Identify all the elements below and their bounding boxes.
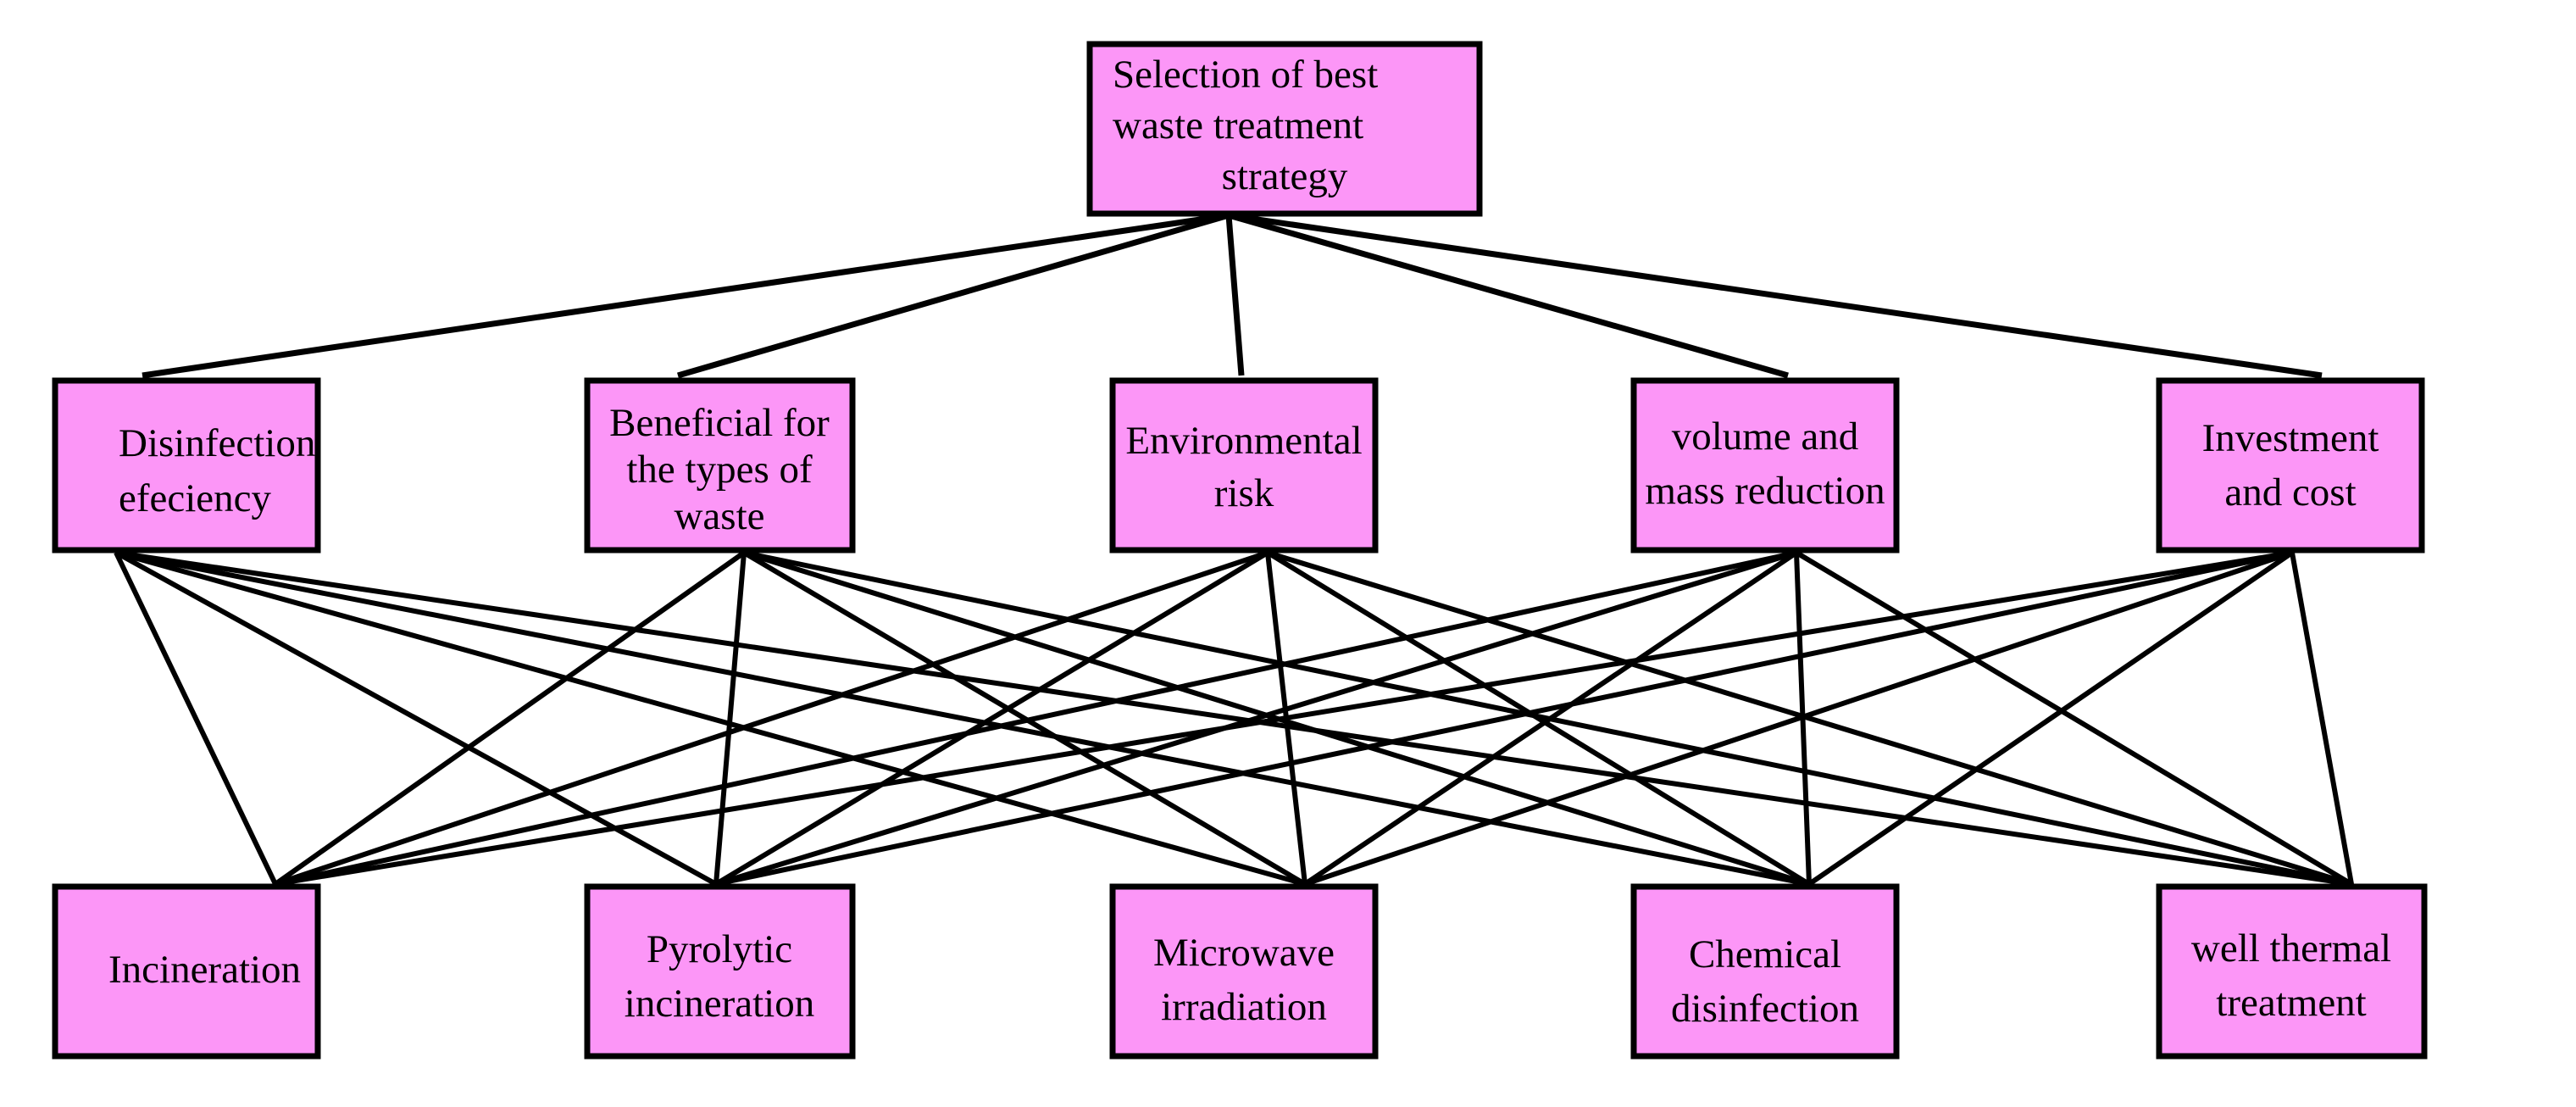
alternatives-row: Incineration Pyrolytic incineration Micr… bbox=[52, 883, 2428, 1060]
criterion-1-box[interactable] bbox=[52, 377, 321, 554]
goal-node[interactable]: Selection of best waste treatment strate… bbox=[1086, 41, 1483, 217]
criterion-4-label-line-1: volume and bbox=[1672, 414, 1859, 459]
edge-criterion-5-to-alternative-4 bbox=[1807, 550, 2294, 887]
criteria-to-alternatives-edges bbox=[114, 550, 2354, 887]
alternative-node-well-thermal-treatment[interactable]: well thermal treatment bbox=[2156, 883, 2428, 1060]
criterion-4-label-line-2: mass reduction bbox=[1645, 469, 1885, 513]
criteria-row: Disinfection efeciency Beneficial for th… bbox=[52, 377, 2425, 554]
goal-to-criteria-edges bbox=[142, 212, 2323, 379]
alternative-node-microwave-irradiation[interactable]: Microwave irradiation bbox=[1109, 883, 1379, 1060]
criterion-2-label-line-2: the types of bbox=[626, 448, 813, 492]
criterion-3-label-line-2: risk bbox=[1214, 471, 1274, 515]
edge-criterion-4-to-alternative-3 bbox=[1303, 550, 1798, 887]
criterion-node-disinfection-efeciency[interactable]: Disinfection efeciency bbox=[52, 377, 321, 554]
goal-node-label-line-3: strategy bbox=[1222, 154, 1348, 198]
edge-criterion-3-to-alternative-1 bbox=[275, 550, 1269, 887]
edge-criterion-2-to-alternative-1 bbox=[274, 550, 746, 887]
edge-criterion-4-to-alternative-5 bbox=[1795, 550, 2353, 887]
goal-node-box[interactable] bbox=[1086, 41, 1483, 217]
criterion-3-box[interactable] bbox=[1109, 377, 1379, 554]
criterion-5-box[interactable] bbox=[2156, 377, 2425, 554]
edge-criterion-2-to-alternative-2 bbox=[713, 552, 747, 885]
criterion-5-label-line-1: Investment bbox=[2202, 416, 2379, 460]
alternative-3-label-line-2: irradiation bbox=[1161, 985, 1327, 1029]
criterion-5-label-line-2: and cost bbox=[2224, 470, 2356, 515]
edge-criterion-1-to-alternative-2 bbox=[114, 550, 718, 887]
edge-criterion-5-to-alternative-1 bbox=[275, 550, 2293, 887]
edge-criterion-3-to-alternative-5 bbox=[1267, 550, 2352, 887]
alternative-3-box[interactable] bbox=[1109, 883, 1379, 1060]
edge-criterion-1-to-alternative-5 bbox=[115, 550, 2352, 887]
alternative-node-pyrolytic-incineration[interactable]: Pyrolytic incineration bbox=[584, 883, 856, 1060]
edge-goal-to-criterion-3 bbox=[1225, 214, 1245, 376]
alternative-node-chemical-disinfection[interactable]: Chemical disinfection bbox=[1630, 883, 1900, 1060]
alternative-2-label-line-1: Pyrolytic bbox=[647, 927, 792, 971]
edge-criterion-1-to-alternative-4 bbox=[115, 550, 1810, 887]
criterion-node-beneficial-waste-types[interactable]: Beneficial for the types of waste bbox=[584, 377, 856, 554]
alternative-3-label-line-1: Microwave bbox=[1153, 931, 1335, 975]
alternative-4-box[interactable] bbox=[1630, 883, 1900, 1060]
criterion-1-label-line-1: Disinfection bbox=[119, 421, 315, 465]
edge-goal-to-criterion-5 bbox=[1228, 212, 2323, 379]
criterion-2-box[interactable] bbox=[584, 377, 856, 554]
edge-criterion-3-to-alternative-4 bbox=[1266, 550, 1811, 887]
goal-node-label-line-2: waste treatment bbox=[1113, 103, 1363, 147]
edge-criterion-5-to-alternative-2 bbox=[715, 550, 2293, 887]
goal-node-label-line-1: Selection of best bbox=[1113, 53, 1378, 97]
alternative-5-box[interactable] bbox=[2156, 883, 2428, 1060]
edge-criterion-3-to-alternative-2 bbox=[714, 550, 1269, 887]
edge-goal-to-criterion-2 bbox=[677, 212, 1230, 379]
edge-criterion-5-to-alternative-3 bbox=[1304, 550, 2293, 887]
edge-criterion-4-to-alternative-2 bbox=[715, 550, 1797, 887]
criterion-2-label-line-1: Beneficial for bbox=[609, 401, 830, 445]
alternative-4-label-line-1: Chemical bbox=[1689, 932, 1841, 976]
alternative-node-incineration[interactable]: Incineration bbox=[52, 883, 321, 1060]
criterion-node-investment-cost[interactable]: Investment and cost bbox=[2156, 377, 2425, 554]
edge-criterion-5-to-alternative-5 bbox=[2290, 552, 2354, 885]
alternative-1-label-line-1: Incineration bbox=[108, 948, 301, 992]
alternative-5-label-line-2: treatment bbox=[2216, 981, 2366, 1025]
alternative-2-label-line-2: incineration bbox=[625, 982, 814, 1026]
criterion-node-volume-mass-reduction[interactable]: volume and mass reduction bbox=[1630, 377, 1900, 554]
alternative-1-box[interactable] bbox=[52, 883, 321, 1060]
edge-criterion-1-to-alternative-1 bbox=[114, 551, 278, 886]
alternative-4-label-line-2: disinfection bbox=[1671, 987, 1859, 1031]
edge-criterion-1-to-alternative-3 bbox=[115, 550, 1306, 887]
criterion-3-label-line-1: Environmental bbox=[1125, 419, 1362, 463]
edge-criterion-4-to-alternative-1 bbox=[275, 550, 1797, 887]
alternative-5-label-line-1: well thermal bbox=[2191, 926, 2391, 971]
edge-goal-to-criterion-1 bbox=[142, 212, 1230, 379]
criterion-1-label-line-2: efeciency bbox=[119, 476, 272, 520]
alternative-2-box[interactable] bbox=[584, 883, 856, 1060]
edge-goal-to-criterion-4 bbox=[1228, 212, 1789, 379]
criterion-2-label-line-3: waste bbox=[674, 494, 764, 538]
criterion-node-environmental-risk[interactable]: Environmental risk bbox=[1109, 377, 1379, 554]
criterion-4-box[interactable] bbox=[1630, 377, 1900, 554]
